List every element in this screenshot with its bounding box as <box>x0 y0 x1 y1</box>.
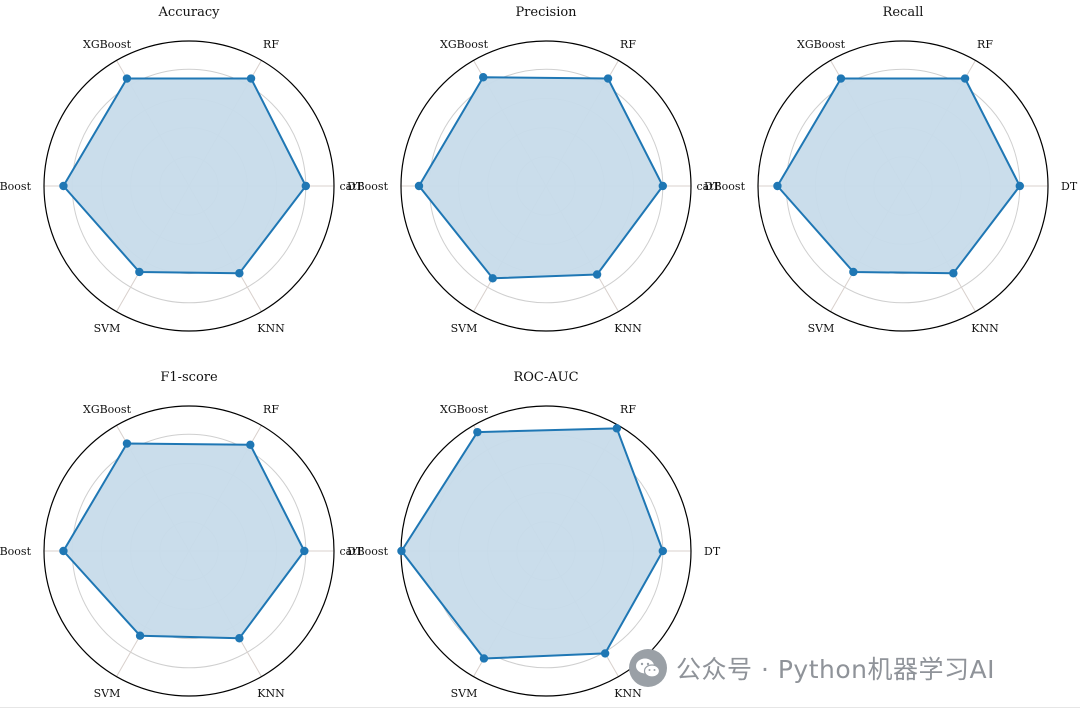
axis-label-catboost: catBoost <box>0 180 32 193</box>
axis-label-knn: KNN <box>971 322 999 335</box>
point-rf <box>246 440 255 449</box>
axis-label-svm: SVM <box>94 322 121 335</box>
point-dt <box>658 181 667 191</box>
point-catboost <box>414 181 424 191</box>
point-catboost <box>397 546 406 556</box>
axis-label-rf: RF <box>977 38 993 51</box>
point-svm <box>849 267 858 277</box>
point-catboost <box>773 181 782 191</box>
outer-frame <box>43 40 335 332</box>
chart-title: F1-score <box>160 370 218 385</box>
axis-label-rf: RF <box>620 38 636 51</box>
point-knn <box>949 269 958 278</box>
chart-title: Accuracy <box>158 5 221 20</box>
axis-label-catboost: catBoost <box>339 180 388 193</box>
watermark: 公众号 · Python机器学习AI <box>628 648 995 688</box>
point-dt <box>301 181 310 191</box>
axis-label-knn: KNN <box>257 322 285 335</box>
point-knn <box>235 634 244 643</box>
point-catboost <box>59 546 68 556</box>
point-svm <box>135 267 144 277</box>
point-dt <box>1015 181 1024 191</box>
point-knn <box>235 269 244 278</box>
point-xgboost <box>479 73 488 82</box>
point-svm <box>488 274 497 283</box>
outer-frame <box>757 40 1049 332</box>
watermark-text: 公众号 · Python机器学习AI <box>676 655 995 684</box>
axis-label-svm: SVM <box>451 322 478 335</box>
axis-label-xgboost: XGBoost <box>797 38 846 51</box>
axis-label-dt: DT <box>704 180 721 193</box>
point-dt <box>300 546 309 556</box>
axis-label-svm: SVM <box>451 687 478 700</box>
series-area <box>776 77 1021 275</box>
point-catboost <box>59 181 68 191</box>
axis-label-xgboost: XGBoost <box>440 403 489 416</box>
axis-label-rf: RF <box>263 403 279 416</box>
axis-label-xgboost: XGBoost <box>440 38 489 51</box>
point-svm <box>479 654 489 663</box>
wechat-icon <box>629 649 667 687</box>
point-knn <box>600 649 610 658</box>
point-rf <box>612 424 622 433</box>
point-xgboost <box>122 74 132 83</box>
point-rf <box>603 74 613 83</box>
axis-label-rf: RF <box>263 38 279 51</box>
point-rf <box>960 74 970 83</box>
chart-title: ROC-AUC <box>513 370 578 385</box>
series-area <box>418 76 664 280</box>
point-svm <box>135 631 145 640</box>
outer-frame <box>400 40 692 332</box>
axis-label-knn: KNN <box>257 687 285 700</box>
outer-frame <box>43 405 335 697</box>
axis-label-knn: KNN <box>614 322 642 335</box>
axis-label-xgboost: XGBoost <box>83 38 132 51</box>
series-area <box>62 77 307 275</box>
axis-label-dt: DT <box>704 545 721 558</box>
series-area <box>62 442 306 640</box>
axis-label-rf: RF <box>620 403 636 416</box>
series-area <box>400 427 664 660</box>
axis-label-catboost: catBoost <box>339 545 388 558</box>
axis-label-dt: DT <box>347 545 364 558</box>
axis-label-xgboost: XGBoost <box>83 403 132 416</box>
chart-title: Recall <box>883 5 924 20</box>
axis-label-catboost: catBoost <box>0 545 32 558</box>
axis-label-dt: DT <box>347 180 364 193</box>
chart-title: Precision <box>515 5 577 20</box>
point-xgboost <box>836 74 846 83</box>
point-xgboost <box>473 427 482 437</box>
bottom-divider <box>0 707 1080 708</box>
axis-label-catboost: catBoost <box>696 180 745 193</box>
point-dt <box>658 546 667 556</box>
axis-label-dt: DT <box>1061 180 1078 193</box>
axis-label-svm: SVM <box>94 687 121 700</box>
point-xgboost <box>122 439 132 448</box>
axis-label-svm: SVM <box>808 322 835 335</box>
point-rf <box>246 74 256 83</box>
axis-label-knn: KNN <box>614 687 642 700</box>
point-knn <box>592 270 602 279</box>
